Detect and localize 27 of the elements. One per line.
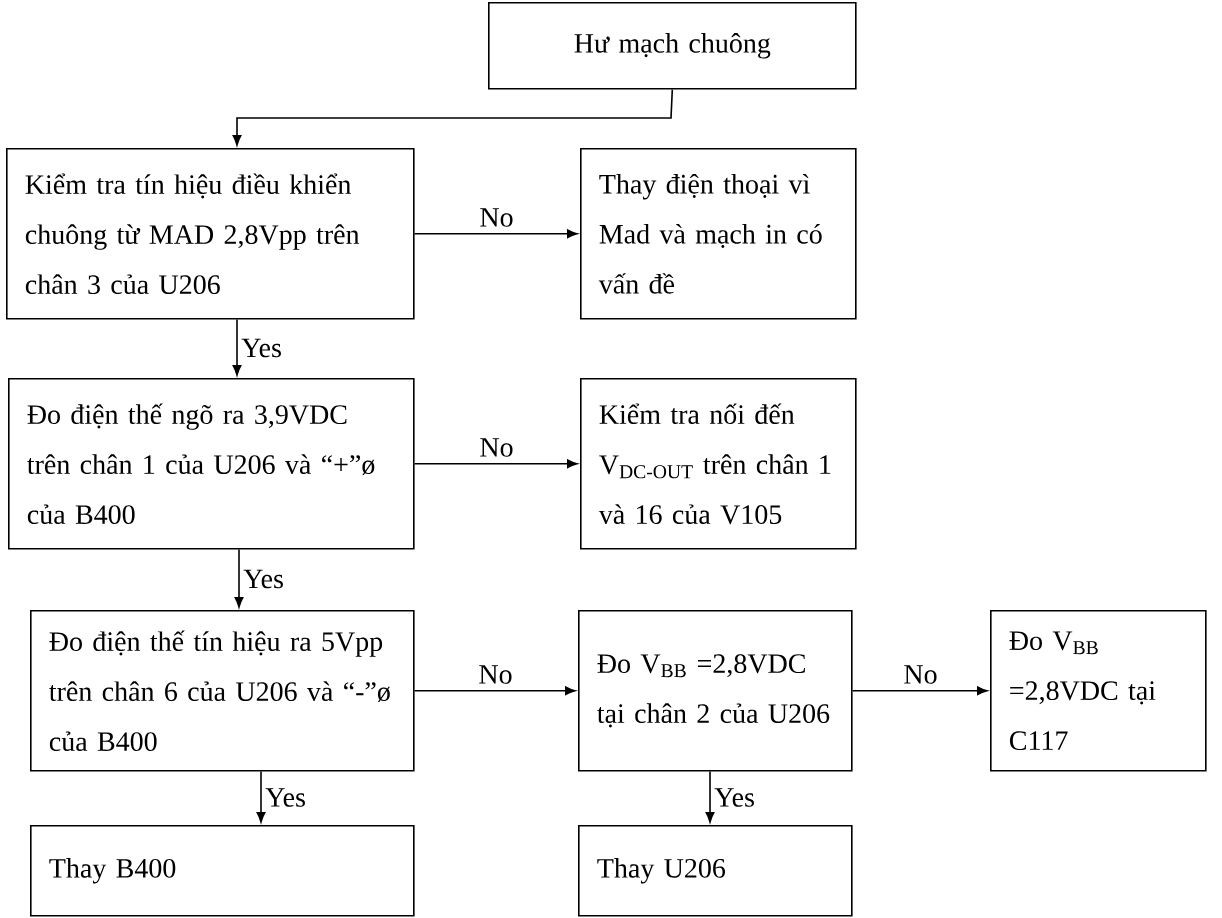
process-box: Thay B400 [30, 825, 415, 917]
arrow [232, 318, 242, 376]
edge-label: No [476, 663, 515, 686]
process-box: Thay U206 [578, 825, 853, 917]
edge-label: No [477, 206, 516, 229]
edge-label: No [901, 663, 940, 686]
arrow [413, 459, 578, 469]
edge-label: Yes [239, 336, 284, 360]
arrow [256, 770, 266, 823]
arrow [232, 88, 674, 146]
edge-label: Yes [712, 786, 757, 809]
process-box: Kiểm tra tín hiệu điều khiển chuông từ MAD 2,8Vpp trên chân 3 của U206 [6, 148, 415, 320]
edge-label: Yes [263, 786, 308, 809]
arrow [705, 770, 715, 823]
process-box: Thay điện thoại vì Mad và mạch in có vấn đề [580, 148, 857, 320]
process-box: Đo điện thế tín hiệu ra 5Vpp trên chân 6 của U206 và “-”ø của B400 [30, 610, 415, 772]
process-box: Đo V$_{BB}$ =2,8VDC tại C117 [990, 610, 1207, 772]
process-box: Kiểm tra nối đến V$_{DC-OUT}$ trên chân 1 và 16 của V105 [580, 378, 857, 550]
arrow [234, 548, 244, 608]
arrow [413, 229, 578, 239]
arrow [413, 686, 576, 696]
process-box: Hư mạch chuông [488, 2, 857, 90]
edge-label: No [477, 436, 516, 459]
process-box: Đo điện thế ngõ ra 3,9VDC trên chân 1 của U206 và “+”ø của B400 [8, 378, 415, 550]
edge-label: Yes [241, 567, 286, 591]
arrow [851, 686, 988, 696]
process-box: Đo V$_{BB}$ =2,8VDC tại chân 2 của U206 [578, 610, 853, 772]
